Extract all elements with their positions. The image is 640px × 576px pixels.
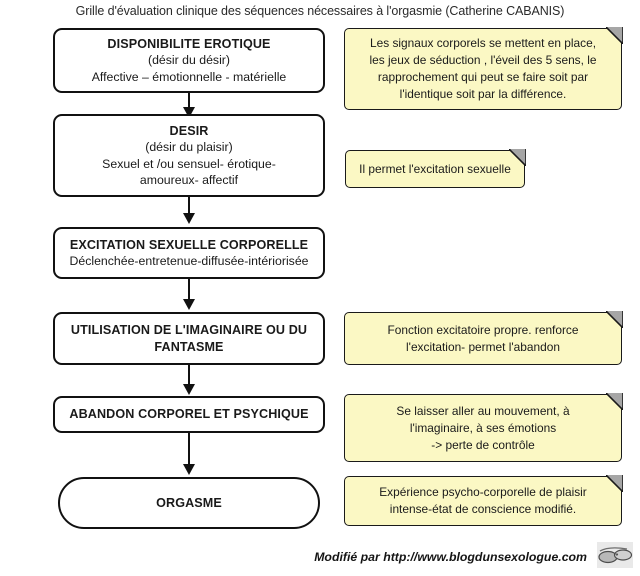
flow-node-heading: EXCITATION SEXUELLE CORPORELLE xyxy=(69,237,309,252)
note-line: l'identique soit par la différence. xyxy=(399,87,567,101)
flow-arrow-down xyxy=(181,365,197,395)
page-title: Grille d'évaluation clinique des séquenc… xyxy=(75,4,565,18)
flow-node-subline: amoureux- affectif xyxy=(139,173,239,187)
flow-node-heading: ORGASME xyxy=(156,495,222,510)
flow-node-subline: (désir du plaisir) xyxy=(145,140,233,154)
flow-node-subline: Déclenchée-entretenue-diffusée-intériori… xyxy=(69,254,309,268)
flow-node-heading: DISPONIBILITE EROTIQUE xyxy=(107,36,271,51)
flow-arrow-down xyxy=(181,93,197,118)
note-orgasme[interactable]: Expérience psycho-corporelle de plaisir … xyxy=(344,475,623,526)
note-desir[interactable]: Il permet l'excitation sexuelle xyxy=(345,149,526,188)
flow-node-subline: (désir du désir) xyxy=(147,53,230,68)
flow-node-orgasme[interactable]: ORGASME xyxy=(58,477,320,529)
note-line: Expérience psycho-corporelle de plaisir xyxy=(379,485,587,499)
note-line: -> perte de contrôle xyxy=(431,437,535,452)
note-body: Expérience psycho-corporelle de plaisir … xyxy=(355,484,611,518)
note-line: Se laisser aller au mouvement, à xyxy=(396,403,570,418)
note-line: rapprochement qui peut se faire soit par xyxy=(377,70,589,84)
flow-node-desir[interactable]: DESIR (désir du plaisir) Sexuel et /ou s… xyxy=(53,114,325,197)
flow-node-excitation-sexuelle-corporelle[interactable]: EXCITATION SEXUELLE CORPORELLE Déclenché… xyxy=(53,227,325,279)
note-body: Il permet l'excitation sexuelle xyxy=(356,161,514,178)
flow-node-heading: ABANDON CORPOREL ET PSYCHIQUE xyxy=(69,407,309,422)
note-line: Il permet l'excitation sexuelle xyxy=(359,161,511,176)
note-line: intense-état de conscience modifié. xyxy=(389,502,577,516)
note-body: Les signaux corporels se mettent en plac… xyxy=(355,35,611,103)
note-body: Fonction excitatoire propre. renforce l'… xyxy=(355,322,611,356)
flow-node-abandon-corporel-psychique[interactable]: ABANDON CORPOREL ET PSYCHIQUE xyxy=(53,396,325,433)
note-body: Se laisser aller au mouvement, à l'imagi… xyxy=(355,403,611,454)
note-imaginaire[interactable]: Fonction excitatoire propre. renforce l'… xyxy=(344,311,623,365)
flow-node-heading: UTILISATION DE L'IMAGINAIRE OU DU FANTAS… xyxy=(70,322,308,354)
glasses-logo-icon xyxy=(597,542,633,568)
note-abandon[interactable]: Se laisser aller au mouvement, à l'imagi… xyxy=(344,393,623,462)
note-line: l'imaginaire, à ses émotions xyxy=(409,420,557,435)
note-disponibilite[interactable]: Les signaux corporels se mettent en plac… xyxy=(344,27,623,110)
flow-node-disponibilite-erotique[interactable]: DISPONIBILITE EROTIQUE (désir du désir) … xyxy=(53,28,325,93)
flow-arrow-down xyxy=(181,433,197,475)
flow-node-subline: Sexuel et /ou sensuel- érotique- xyxy=(102,156,276,171)
flow-arrow-down xyxy=(181,279,197,310)
flow-node-heading: DESIR xyxy=(169,123,209,138)
note-line: Fonction excitatoire propre. renforce xyxy=(387,322,579,337)
note-line: Les signaux corporels se mettent en plac… xyxy=(369,36,597,50)
note-line: l'excitation- permet l'abandon xyxy=(406,339,560,354)
flow-arrow-down xyxy=(181,197,197,224)
footer-credit: Modifié par http://www.blogdunsexologue.… xyxy=(314,550,587,564)
note-line: les jeux de séduction , l'éveil des 5 se… xyxy=(369,53,597,67)
flow-node-utilisation-imaginaire[interactable]: UTILISATION DE L'IMAGINAIRE OU DU FANTAS… xyxy=(53,312,325,365)
flow-node-subline: Affective – émotionnelle - matérielle xyxy=(91,69,287,84)
